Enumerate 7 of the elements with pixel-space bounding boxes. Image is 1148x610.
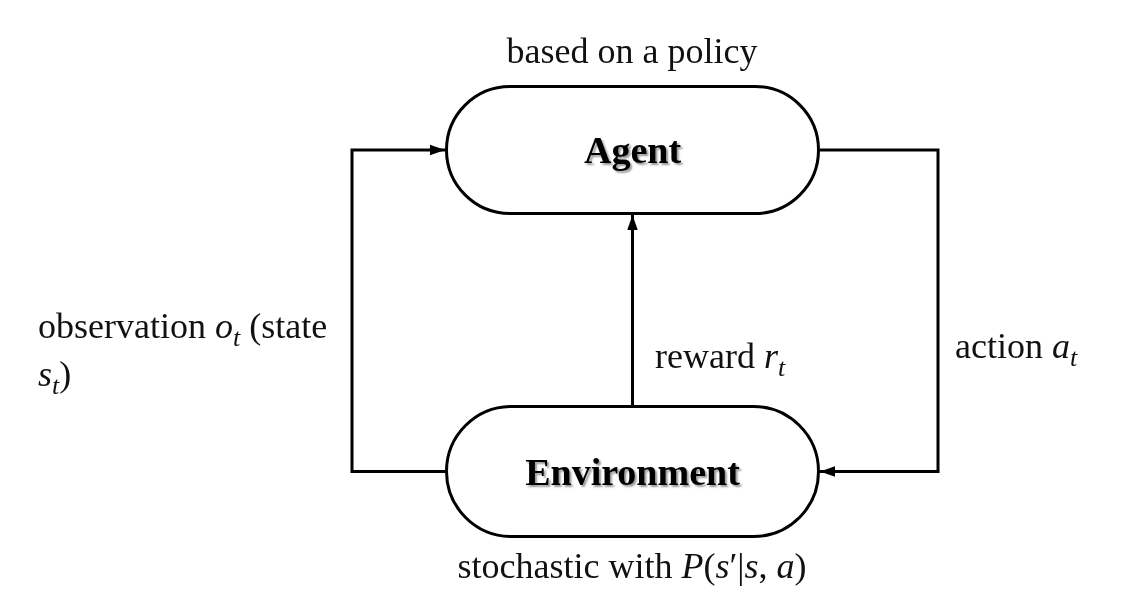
arrow: [820, 148, 940, 477]
node-label: Environment: [525, 449, 740, 494]
node-caption: stochastic with P(s′|s, a): [457, 545, 807, 587]
arrow: [350, 144, 445, 473]
arrow: [627, 215, 638, 405]
node-label: Agent: [583, 128, 682, 172]
node-caption: based on a policy: [506, 30, 758, 72]
